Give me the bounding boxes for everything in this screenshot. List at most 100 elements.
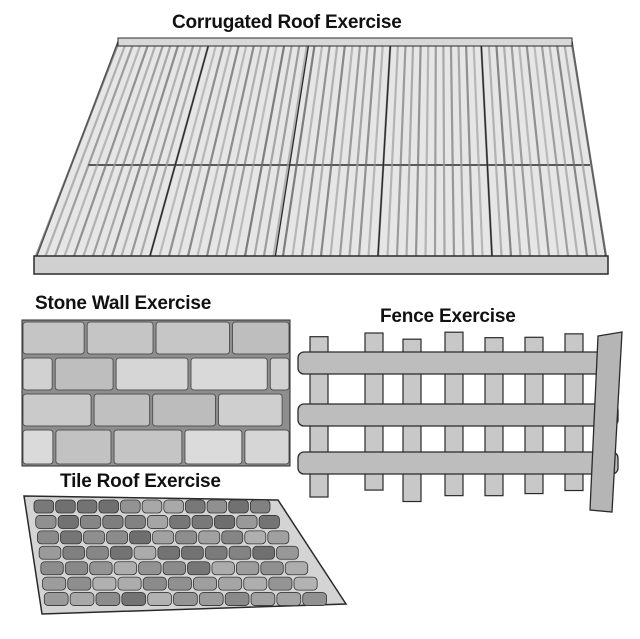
- roof-tile: [276, 592, 302, 606]
- roof-tile: [57, 515, 79, 529]
- roof-tile: [302, 592, 327, 606]
- corrugation-ridge: [525, 43, 551, 257]
- stone: [217, 393, 283, 427]
- corrugation-ridge: [44, 43, 127, 257]
- roof-tile: [67, 576, 92, 591]
- corrugation-ridge: [442, 43, 446, 257]
- roof-bottom-beam: [33, 255, 609, 275]
- roof-tile: [124, 515, 146, 529]
- stone: [93, 393, 151, 427]
- stone: [269, 357, 290, 391]
- corrugation-ridge: [338, 43, 362, 257]
- roof-tile: [267, 530, 290, 545]
- roof-tile: [162, 561, 186, 576]
- corrugation-ridge: [215, 43, 263, 257]
- roof-tile: [193, 576, 217, 591]
- corrugation-ridge: [120, 43, 188, 257]
- stone: [113, 429, 183, 465]
- roof-tile: [40, 561, 64, 576]
- roof-tile: [43, 592, 69, 606]
- stone: [152, 393, 216, 427]
- corrugation-ridge: [101, 43, 173, 257]
- corrugation-ridge: [91, 43, 165, 257]
- corrugation-ridge: [300, 43, 331, 257]
- corrugation-ridge: [570, 43, 608, 257]
- corrugation-ridge: [310, 43, 339, 257]
- fence-rail: [297, 351, 619, 375]
- sheet-edge: [149, 43, 210, 257]
- fence-post: [589, 331, 623, 513]
- stone: [184, 429, 243, 465]
- corrugation-ridge: [129, 43, 195, 257]
- roof-tile: [86, 545, 109, 560]
- roof-tile: [138, 561, 162, 576]
- corrugation-ridge: [63, 43, 142, 257]
- corrugation-ridge: [234, 43, 278, 257]
- roof-tile: [214, 515, 236, 529]
- roof-tile: [249, 499, 271, 514]
- stone: [190, 357, 268, 391]
- roof-tile: [181, 545, 204, 560]
- roof-tile: [109, 545, 133, 560]
- corrugation-ridge: [253, 43, 294, 257]
- stone: [22, 357, 53, 391]
- corrugated-roof-drawing: [33, 37, 609, 275]
- roof-tile: [167, 576, 192, 591]
- roof-tile: [62, 545, 86, 560]
- sheet-edge: [274, 43, 310, 257]
- corrugation-ridge: [167, 43, 225, 257]
- roof-tile: [147, 515, 169, 529]
- corrugation-ridge: [414, 43, 422, 257]
- roof-tile: [218, 576, 243, 591]
- corrugation-ridge: [34, 43, 120, 257]
- roof-tile: [224, 592, 250, 606]
- corrugation-ridge: [110, 43, 180, 257]
- roof-tile: [129, 530, 152, 545]
- roof-tile: [37, 530, 59, 545]
- roof-tile: [206, 499, 228, 514]
- stone: [22, 393, 92, 427]
- roof-tile: [204, 545, 228, 560]
- roof-ridge-cap: [117, 37, 573, 47]
- roof-tile: [211, 561, 235, 576]
- corrugation-ridge: [367, 43, 384, 257]
- corrugation-ridge: [281, 43, 316, 257]
- roof-tile: [198, 592, 224, 606]
- roof-tile: [191, 515, 213, 529]
- roof-tile: [244, 530, 267, 545]
- roof-tile: [141, 499, 163, 514]
- roof-tile: [55, 499, 76, 514]
- corrugation-ridge: [243, 43, 286, 257]
- roof-tile: [187, 561, 211, 576]
- corrugation-ridge: [495, 43, 513, 257]
- roof-tile: [33, 499, 55, 514]
- roof-tile: [157, 545, 180, 560]
- roof-tile: [64, 561, 89, 576]
- corrugation-ridge: [186, 43, 241, 257]
- corrugation-ridge: [139, 43, 203, 257]
- roof-tile: [235, 561, 260, 576]
- corrugation-ridge: [272, 43, 309, 257]
- roof-tile: [89, 561, 113, 576]
- fence-rail: [297, 451, 619, 475]
- corrugation-ridge: [72, 43, 150, 257]
- stone: [55, 429, 112, 465]
- corrugation-ridge: [433, 43, 437, 257]
- roof-tile: [243, 576, 268, 591]
- corrugation-ridge: [348, 43, 369, 257]
- roof-tile: [276, 545, 299, 560]
- fence-title: Fence Exercise: [380, 306, 516, 327]
- fence-drawing: [297, 331, 623, 513]
- corrugation-ridge: [262, 43, 301, 257]
- roof-tile: [98, 499, 119, 514]
- roof-tile: [76, 499, 98, 514]
- corrugation-ridge: [319, 43, 347, 257]
- roof-tile: [133, 545, 157, 560]
- corrugation-ridge: [291, 43, 324, 257]
- corrugation-ridge: [357, 43, 377, 257]
- roof-tile: [152, 530, 175, 545]
- roof-tile: [250, 592, 276, 606]
- corrugation-ridge: [158, 43, 218, 257]
